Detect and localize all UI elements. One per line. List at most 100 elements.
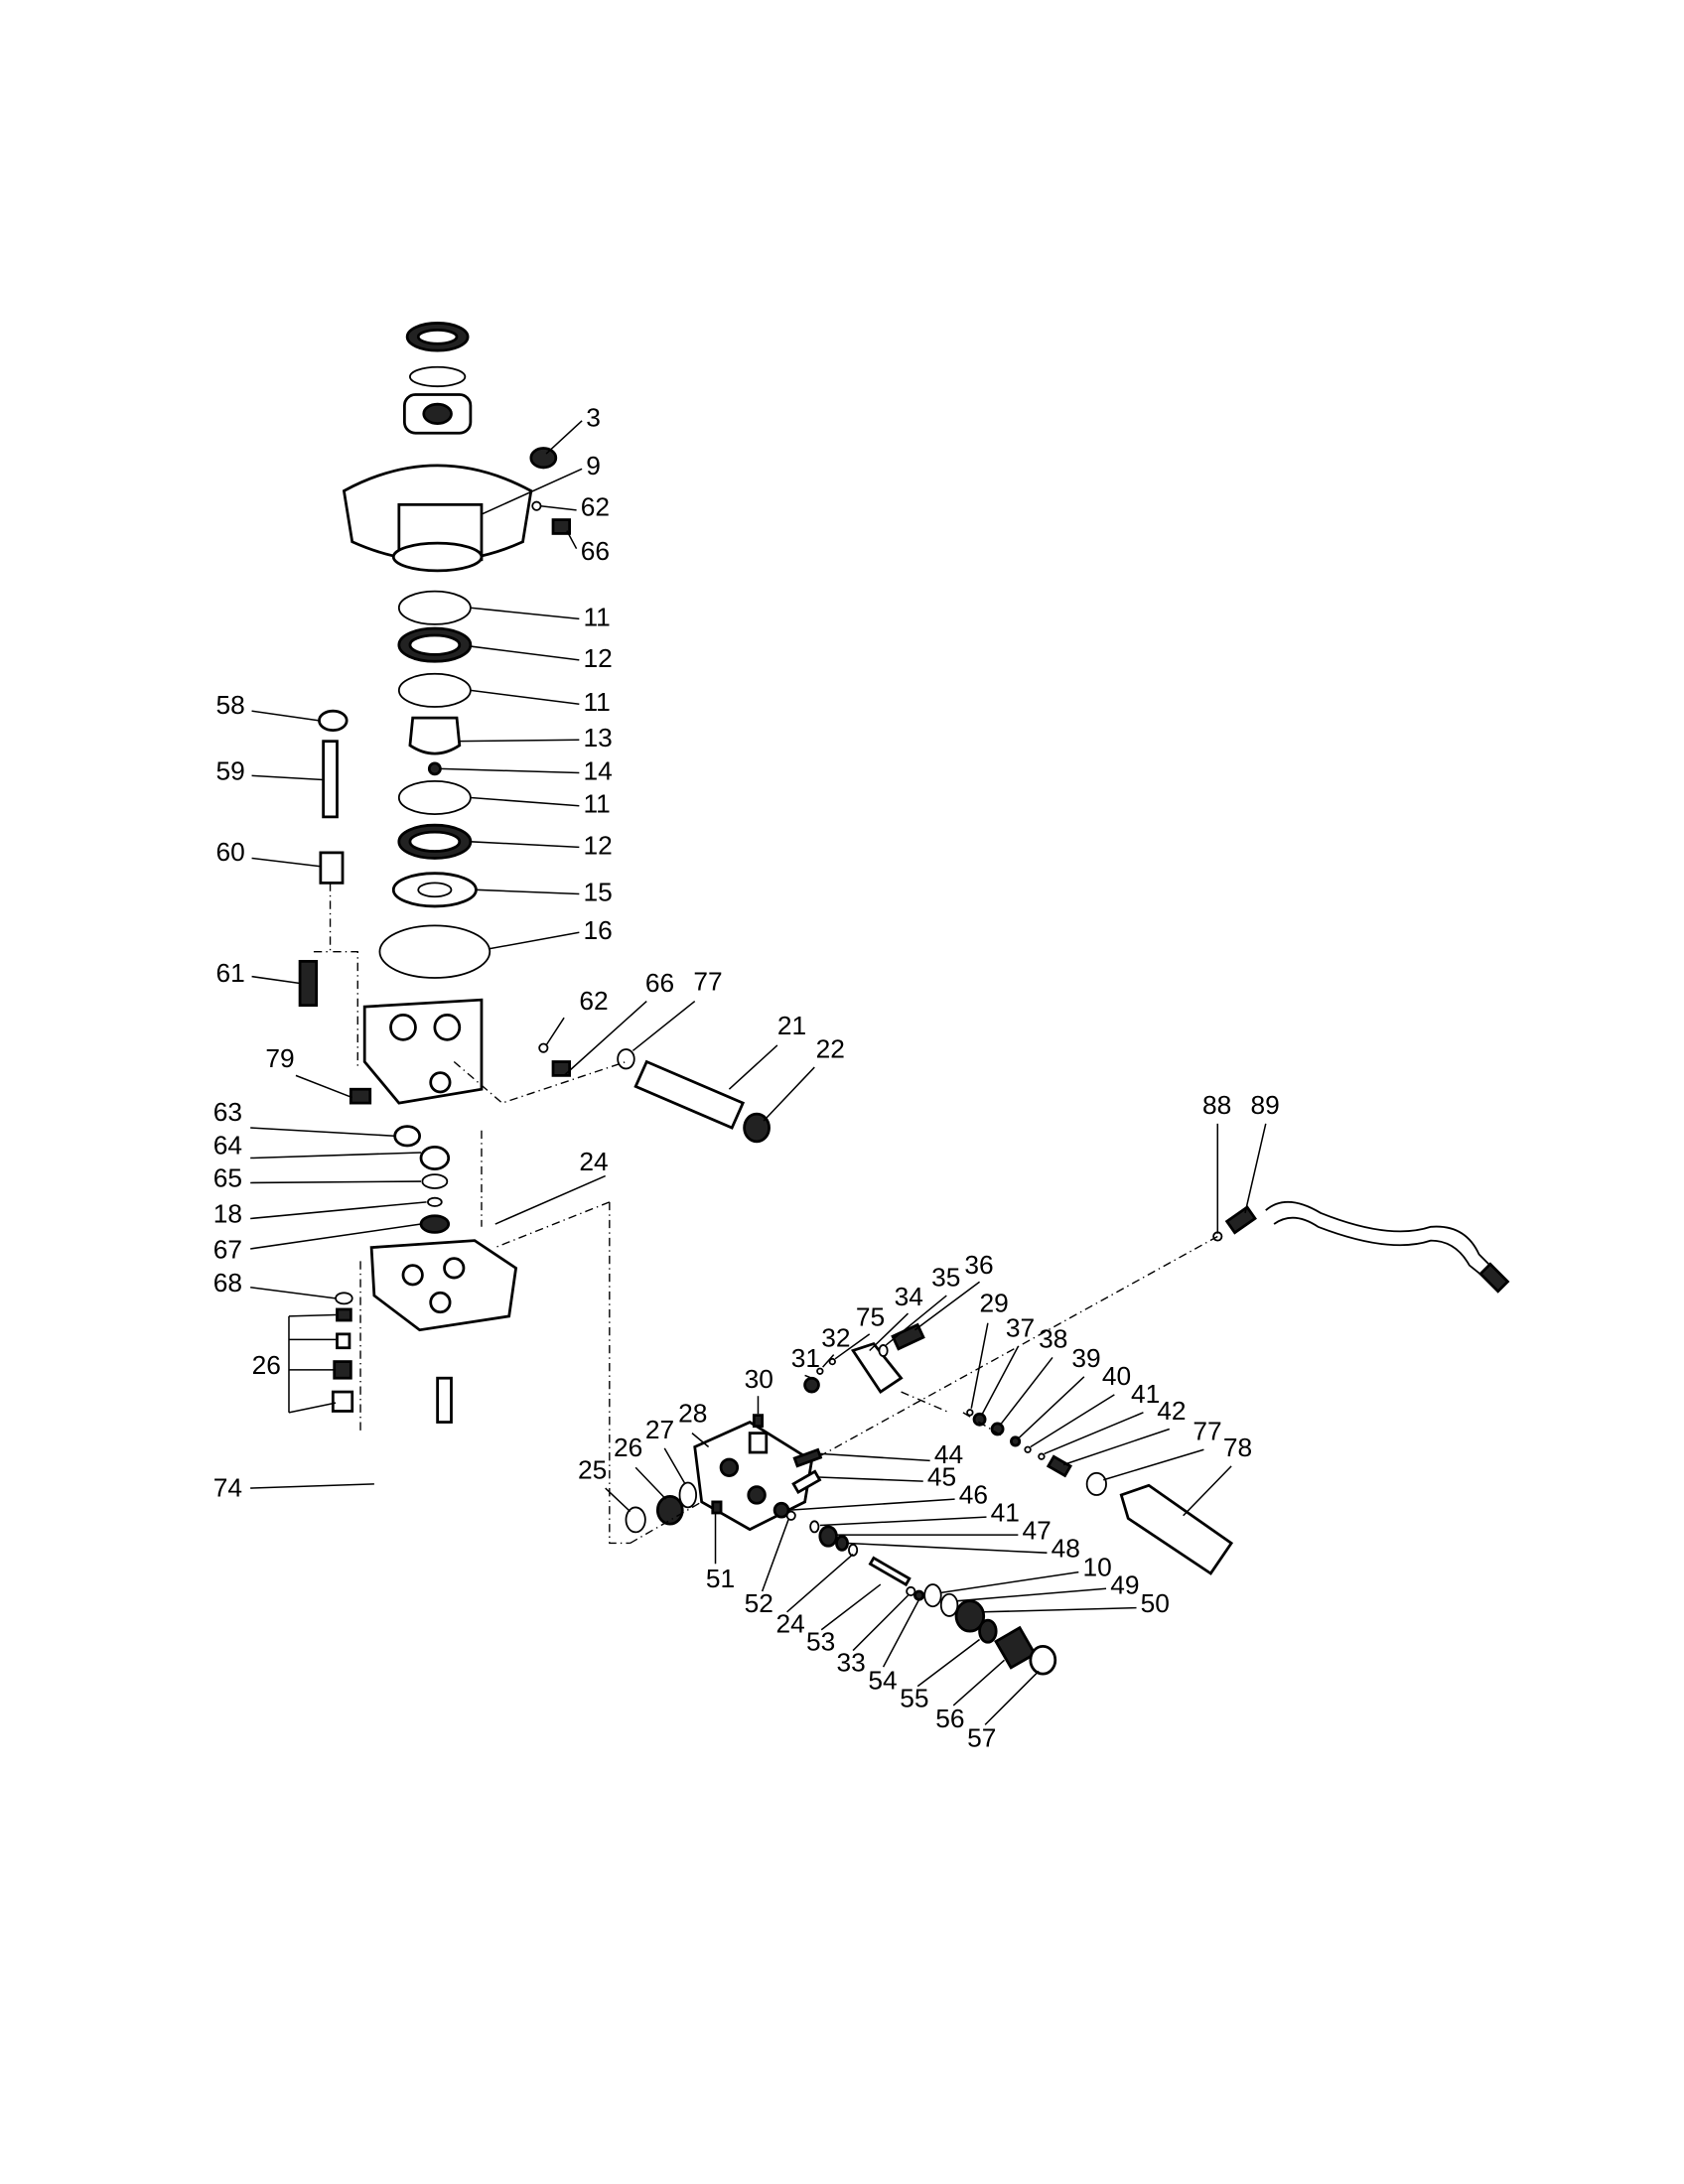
leader-line	[605, 1487, 632, 1513]
part-31	[803, 1376, 820, 1394]
leader-line	[545, 1017, 565, 1046]
part-54	[913, 1589, 925, 1601]
callout-10: 10	[940, 1553, 1112, 1594]
part-62-oring	[531, 500, 542, 511]
part-52	[785, 1510, 796, 1521]
part-32	[816, 1367, 824, 1375]
callout-9: 9	[481, 451, 601, 515]
part-49	[939, 1592, 959, 1617]
leader-line	[470, 689, 580, 706]
leader-line	[250, 1483, 374, 1489]
part-44	[792, 1447, 823, 1468]
leader-line	[763, 1066, 815, 1122]
callout-75: 75	[834, 1302, 885, 1360]
seal-12b-inner	[408, 830, 462, 853]
leader-line	[251, 975, 301, 985]
callout-11: 11	[470, 602, 611, 631]
part-number-label: 57	[967, 1723, 996, 1753]
part-number-label: 11	[584, 687, 611, 717]
callout-15: 15	[476, 877, 613, 906]
leader-line	[1030, 1394, 1115, 1448]
valve-part-b	[336, 1332, 351, 1350]
callout-29: 29	[970, 1289, 1009, 1409]
part-number-label: 77	[693, 966, 722, 996]
part-number-label: 15	[584, 877, 613, 906]
callout-55: 55	[900, 1638, 981, 1712]
part-53-stem	[868, 1556, 912, 1587]
callout-42: 42	[1062, 1396, 1187, 1466]
part-61-bolt	[298, 959, 319, 1008]
part-number-label: 24	[579, 1147, 608, 1176]
part-number-label: 63	[213, 1097, 242, 1127]
callout-39: 39	[1017, 1343, 1101, 1439]
leader-line	[540, 504, 577, 511]
part-number-label: 16	[584, 915, 613, 945]
part-48	[835, 1535, 849, 1552]
leader-line	[957, 1587, 1107, 1602]
part-number-label: 33	[836, 1647, 865, 1677]
part-number-label: 62	[579, 986, 608, 1016]
leader-line	[916, 1638, 981, 1688]
part-59-pin	[322, 740, 339, 819]
part-number-label: 42	[1157, 1396, 1186, 1426]
callout-32: 32	[821, 1322, 850, 1368]
manifold-port-1	[401, 1264, 424, 1287]
part-10	[923, 1583, 942, 1608]
leader-line	[470, 796, 580, 807]
leader-line	[494, 1174, 606, 1225]
leader-line	[250, 1287, 337, 1299]
leader-line	[251, 774, 324, 781]
leader-line	[981, 1345, 1020, 1415]
part-68	[335, 1292, 353, 1305]
part-number-label: 56	[935, 1704, 964, 1733]
leader-line	[786, 1553, 854, 1613]
part-number-label: 64	[213, 1130, 242, 1160]
callout-78: 78	[1183, 1433, 1252, 1517]
callout-50: 50	[983, 1588, 1170, 1618]
part-78-fitting	[1119, 1483, 1234, 1575]
leader-line	[940, 1570, 1079, 1594]
leader-line	[470, 841, 580, 849]
hose	[1265, 1200, 1494, 1278]
part-24b	[848, 1543, 859, 1557]
callout-34: 34	[869, 1282, 923, 1352]
part-number-label: 14	[584, 755, 613, 785]
part-66-plug-b	[551, 1060, 572, 1077]
part-number-label: 77	[1193, 1417, 1221, 1446]
callout-62: 62	[540, 491, 610, 521]
part-number-label: 21	[777, 1011, 806, 1040]
leader-line	[295, 1074, 352, 1099]
callout-63: 63	[213, 1097, 397, 1138]
callout-25: 25	[578, 1454, 632, 1513]
part-51	[711, 1500, 723, 1515]
part-34	[850, 1341, 904, 1394]
part-number-label: 75	[856, 1302, 885, 1332]
part-64	[419, 1146, 451, 1170]
part-50	[954, 1599, 986, 1633]
part-77-oring	[617, 1048, 635, 1070]
part-number-label: 79	[265, 1043, 294, 1073]
callout-31: 31	[791, 1343, 820, 1379]
part-number-label: 53	[806, 1627, 835, 1657]
callout-24: 24	[775, 1553, 854, 1639]
part-number-label: 41	[991, 1497, 1020, 1527]
part-number-label: 24	[775, 1609, 804, 1639]
seal-12-inner	[408, 633, 462, 656]
leader-line	[632, 1000, 696, 1052]
leader-line	[566, 530, 578, 550]
leader-line	[1044, 1412, 1144, 1455]
leader-line	[820, 1583, 882, 1631]
assembly-lines-upper	[313, 883, 631, 1545]
part-number-label: 36	[964, 1250, 993, 1280]
leader-line	[563, 1000, 647, 1076]
part-number-label: 22	[816, 1033, 845, 1063]
part-57-cap	[1029, 1645, 1057, 1676]
callout-22: 22	[763, 1033, 845, 1122]
head-port-2	[433, 1014, 462, 1041]
head-port-1	[389, 1014, 417, 1041]
leader-line	[440, 767, 580, 774]
callout-66: 66	[566, 530, 610, 566]
part-number-label: 51	[706, 1564, 735, 1593]
callout-58: 58	[216, 690, 320, 722]
